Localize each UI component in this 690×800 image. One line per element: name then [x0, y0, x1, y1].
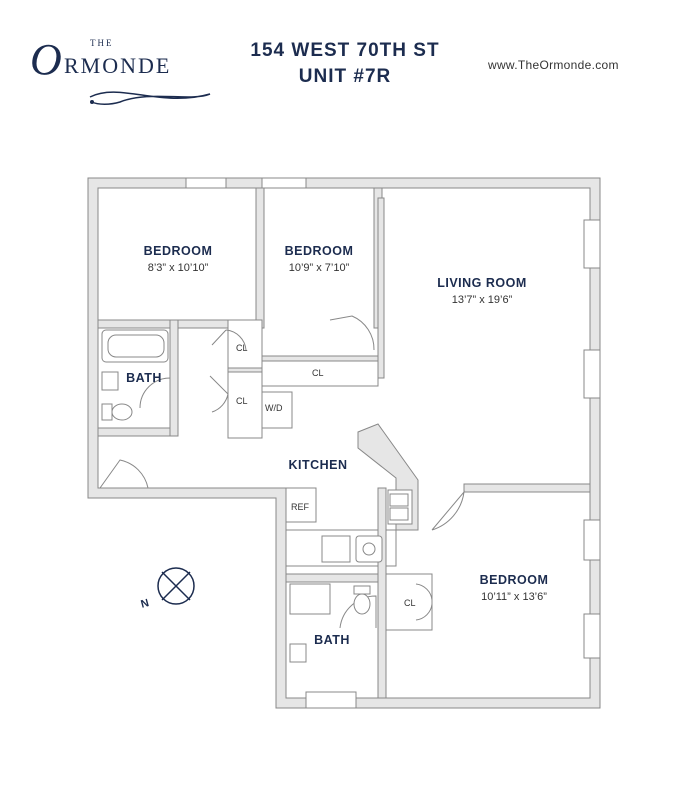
wall: [227, 319, 263, 439]
address-line-1: 154 WEST 70TH ST: [250, 40, 440, 61]
wall: [463, 483, 591, 493]
door-swing: [139, 377, 171, 409]
window: [261, 177, 307, 189]
door-swing: [209, 375, 229, 413]
website-link[interactable]: www.TheOrmonde.com: [488, 58, 619, 72]
toilet: [111, 403, 133, 421]
address-title: 154 WEST 70TH ST UNIT #7R: [230, 38, 460, 90]
wall: [377, 487, 387, 699]
logo-the: THE: [90, 38, 114, 48]
bathtub-basin: [107, 334, 165, 358]
wall: [97, 427, 179, 437]
window: [305, 691, 357, 709]
cabinet: [389, 507, 409, 521]
wall: [255, 187, 265, 329]
ormonde-logo: O THE RMONDE: [20, 28, 220, 113]
toilet-tank: [101, 403, 113, 421]
stove: [321, 535, 351, 563]
window: [583, 219, 601, 269]
refrigerator-label: REF: [291, 502, 309, 512]
door-swing: [211, 329, 247, 351]
wall: [227, 367, 263, 373]
bath-w-label: BATH: [126, 371, 162, 385]
window: [583, 349, 601, 399]
logo-swoosh-icon: [89, 91, 211, 105]
closet-label: CL: [404, 598, 416, 608]
outer-wall: [87, 177, 601, 709]
window: [583, 519, 601, 561]
bedroom-se-dims: 10’11” x 13’6”: [481, 591, 547, 603]
bedroom-se-label: BEDROOM: [479, 573, 549, 587]
shower: [289, 583, 331, 615]
closet-label: CL: [236, 343, 248, 353]
bedroom-n-dims: 10’9” x 7’10”: [288, 262, 350, 274]
window: [583, 613, 601, 659]
logo-wordmark: RMONDE: [64, 53, 172, 78]
wall: [285, 573, 387, 583]
bedroom-nw-label: BEDROOM: [143, 244, 213, 258]
sink: [101, 371, 119, 391]
wall: [285, 487, 317, 523]
toilet-tank: [353, 585, 371, 595]
door-swing: [431, 490, 465, 531]
wall: [385, 573, 433, 631]
wall: [177, 319, 229, 329]
living-room-dims: 13’7” x 19’6”: [451, 294, 513, 306]
toilet: [353, 593, 371, 615]
closet-label: CL: [312, 368, 324, 378]
cabinet: [389, 493, 409, 507]
door-swing: [99, 459, 149, 489]
logo-initial: O: [30, 35, 62, 84]
closet-label: CL: [236, 396, 248, 406]
sink: [289, 643, 307, 663]
washer-dryer-label: W/D: [265, 403, 283, 413]
kitchen-label: KITCHEN: [288, 458, 348, 472]
wall: [97, 319, 179, 329]
living-room-label: LIVING ROOM: [437, 276, 527, 290]
wall: [377, 197, 385, 379]
window: [185, 177, 227, 189]
wall: [261, 357, 379, 387]
bedroom-nw-dims: 8’3” x 10’10”: [147, 262, 209, 274]
door-swing: [329, 315, 375, 351]
door-swing: [415, 603, 433, 621]
wall: [261, 355, 379, 362]
compass-icon: [157, 567, 195, 605]
bath-s-label: BATH: [314, 633, 350, 647]
address-line-2: UNIT #7R: [298, 66, 392, 87]
wall: [261, 391, 293, 429]
door-swing: [415, 583, 433, 601]
kitchen-sink-drain: [362, 542, 376, 556]
bedroom-n-label: BEDROOM: [284, 244, 354, 258]
